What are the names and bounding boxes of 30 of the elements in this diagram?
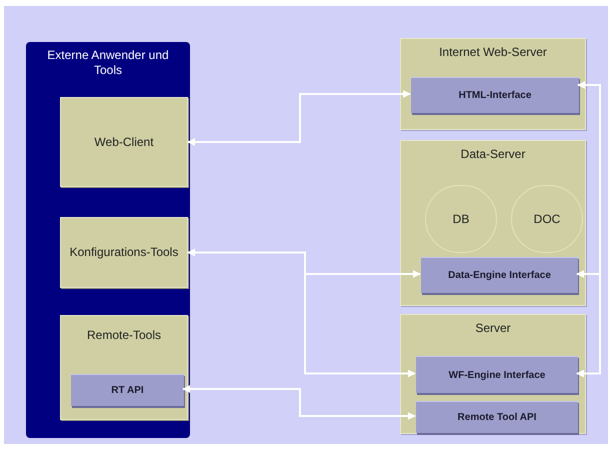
interface-bar	[416, 356, 578, 393]
connector-arrow	[576, 270, 601, 378]
node-label: Web-Client	[93, 134, 155, 150]
interface-bar	[421, 257, 578, 293]
component-box	[60, 217, 188, 288]
node-label: RT API	[110, 384, 145, 398]
component-box	[60, 315, 188, 420]
interface-bar	[71, 374, 184, 406]
server-box	[400, 38, 586, 130]
node-label: HTML-Interface	[458, 89, 532, 103]
node-label: Konfigurations-Tools	[68, 245, 180, 260]
interface-bar	[411, 77, 579, 113]
connector-arrow	[182, 385, 416, 420]
group-heading: Remote-Tools	[86, 328, 162, 343]
group-heading: Externe Anwender und Tools	[46, 48, 170, 78]
component-box	[60, 97, 188, 187]
node-label: DB	[452, 212, 470, 226]
node-label: Remote Tool API	[456, 411, 538, 425]
connector-arrow	[187, 248, 416, 378]
group-heading: Server	[474, 321, 512, 336]
interface-bar	[416, 401, 578, 433]
group-heading: Internet Web-Server	[438, 45, 548, 60]
connector-arrow	[187, 90, 411, 146]
group-panel	[26, 42, 190, 438]
node-label: Data-Engine Interface	[447, 269, 552, 283]
server-box	[400, 140, 586, 306]
node-label: WF-Engine Interface	[448, 368, 546, 382]
node-label: DOC	[532, 212, 562, 226]
group-heading: Data-Server	[460, 147, 526, 162]
server-box	[400, 314, 586, 434]
